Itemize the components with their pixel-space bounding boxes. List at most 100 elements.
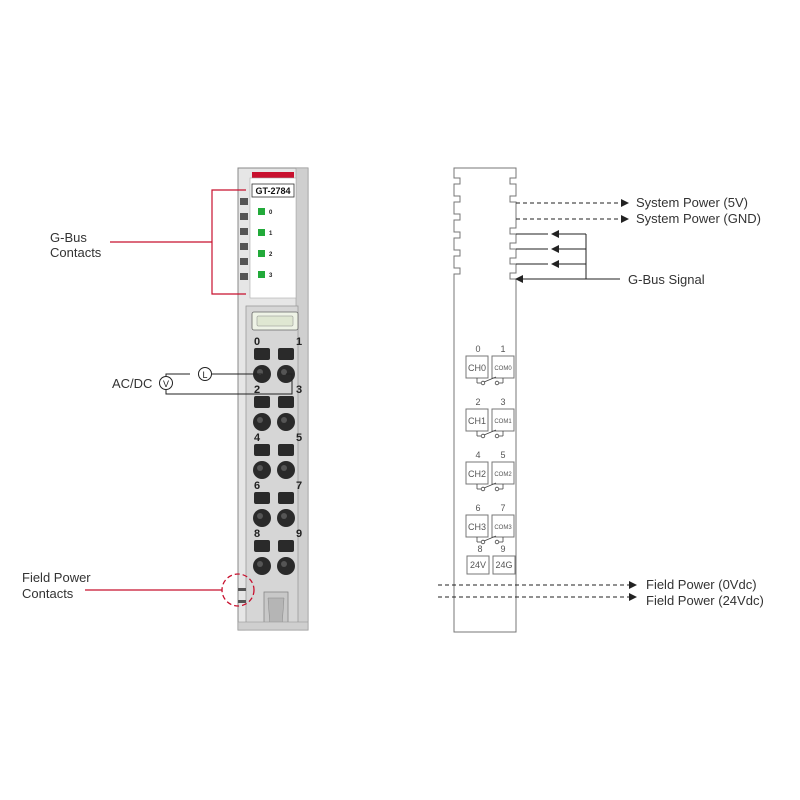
led-1	[258, 229, 265, 236]
power-terminal-number-9: 9	[500, 544, 505, 554]
led-label: 1	[269, 231, 273, 237]
gbus-callout-label-line1: G-Bus	[50, 230, 87, 245]
gbus-pin	[240, 243, 248, 250]
field-power-0v-label: Field Power (0Vdc)	[646, 577, 757, 592]
system-power-5v-label: System Power (5V)	[636, 195, 748, 210]
led-label: 0	[269, 210, 273, 216]
led-2	[258, 250, 265, 257]
terminal-label-24g: 24G	[495, 560, 512, 570]
field-power-pin-bottom	[238, 600, 246, 603]
terminal-number-8: 8	[254, 528, 260, 540]
terminal-number-6: 6	[254, 480, 260, 492]
terminal-box-24v	[466, 555, 490, 575]
channel-label: CH2	[468, 469, 486, 479]
terminal-number-9: 9	[296, 528, 302, 540]
field-power-24v-label: Field Power (24Vdc)	[646, 593, 764, 608]
led-label: 2	[269, 252, 273, 258]
common-label: COM0	[494, 366, 512, 372]
field-power-callout-label-line2: Contacts	[22, 586, 74, 601]
terminal-release-slot	[278, 396, 294, 408]
terminal-release-slot	[254, 444, 270, 456]
gbus-pin	[240, 198, 248, 205]
led-label: 3	[269, 273, 273, 279]
terminal-number-7: 7	[296, 480, 302, 492]
terminal-release-slot	[254, 540, 270, 552]
gbus-pin	[240, 228, 248, 235]
channel-terminal-number: 4	[475, 450, 480, 460]
channel-terminal-number: 5	[500, 450, 505, 460]
channel-label: CH3	[468, 522, 486, 532]
channel-terminal-number: 6	[475, 503, 480, 513]
field-power-callout-label-line1: Field Power	[22, 570, 91, 585]
schematic-power-terminals: 8 9 24V 24G	[466, 544, 516, 575]
field-power-pin-top	[238, 588, 246, 591]
module-foot	[237, 621, 309, 631]
terminal-release-slot	[278, 444, 294, 456]
terminal-hole-highlight	[281, 369, 287, 375]
terminal-hole-highlight	[257, 513, 263, 519]
terminal-hole-highlight	[257, 561, 263, 567]
terminal-release-slot	[254, 348, 270, 360]
channel-terminal-number: 3	[500, 397, 505, 407]
terminal-number-1: 1	[296, 336, 302, 348]
relay-switch-arm	[483, 376, 497, 383]
terminal-hole-highlight	[281, 465, 287, 471]
terminal-number-3: 3	[296, 384, 302, 396]
module-top-strip	[252, 172, 294, 178]
acdc-label: AC/DC	[112, 376, 152, 391]
channel-terminal-number: 1	[500, 344, 505, 354]
channel-terminal-number: 2	[475, 397, 480, 407]
relay-contact	[494, 433, 500, 439]
led-0	[258, 208, 265, 215]
terminal-number-2: 2	[254, 384, 260, 396]
power-terminal-number-8: 8	[477, 544, 482, 554]
system-power-gnd-label: System Power (GND)	[636, 211, 761, 226]
acdc-load-wiring: L V AC/DC	[112, 367, 293, 395]
field-power-signals: Field Power (0Vdc) Field Power (24Vdc)	[438, 577, 764, 608]
channel-label: CH0	[468, 363, 486, 373]
gbus-pin	[240, 213, 248, 220]
module-label-panel	[249, 177, 297, 299]
relay-contact	[494, 539, 500, 545]
gbus-signal-lines: G-Bus Signal	[515, 230, 705, 287]
relay-contact	[494, 380, 500, 386]
terminal-release-slot	[278, 348, 294, 360]
gbus-pin	[240, 273, 248, 280]
status-leds: 0 1 2 3	[258, 208, 273, 279]
load-symbol-label: L	[202, 370, 207, 380]
terminal-hole-highlight	[281, 417, 287, 423]
terminal-number-5: 5	[296, 432, 302, 444]
common-label: COM2	[494, 472, 512, 478]
terminal-release-slot	[278, 540, 294, 552]
voltage-source-label: V	[163, 379, 169, 389]
model-label-bg	[251, 183, 295, 198]
terminal-hole-highlight	[281, 513, 287, 519]
field-power-callout: Field Power Contacts	[22, 570, 255, 607]
common-label: COM3	[494, 525, 512, 531]
system-power-signals: System Power (5V) System Power (GND)	[516, 195, 761, 226]
led-3	[258, 271, 265, 278]
terminal-release-slot	[254, 492, 270, 504]
gbus-callout: G-Bus Contacts	[50, 189, 246, 295]
channel-terminal-number: 7	[500, 503, 505, 513]
voltage-source-symbol	[159, 376, 173, 390]
relay-contact	[480, 380, 486, 386]
gbus-pin	[240, 258, 248, 265]
relay-switch-arm	[483, 535, 497, 542]
terminal-hole-highlight	[257, 417, 263, 423]
relay-contact	[494, 486, 500, 492]
load-symbol	[198, 367, 212, 381]
terminal-number-0: 0	[254, 336, 260, 348]
relay-switch-arm	[483, 482, 497, 489]
terminal-box-24g	[492, 555, 516, 575]
model-label: GT-2784	[255, 186, 290, 196]
terminal-label-24v: 24V	[470, 560, 486, 570]
